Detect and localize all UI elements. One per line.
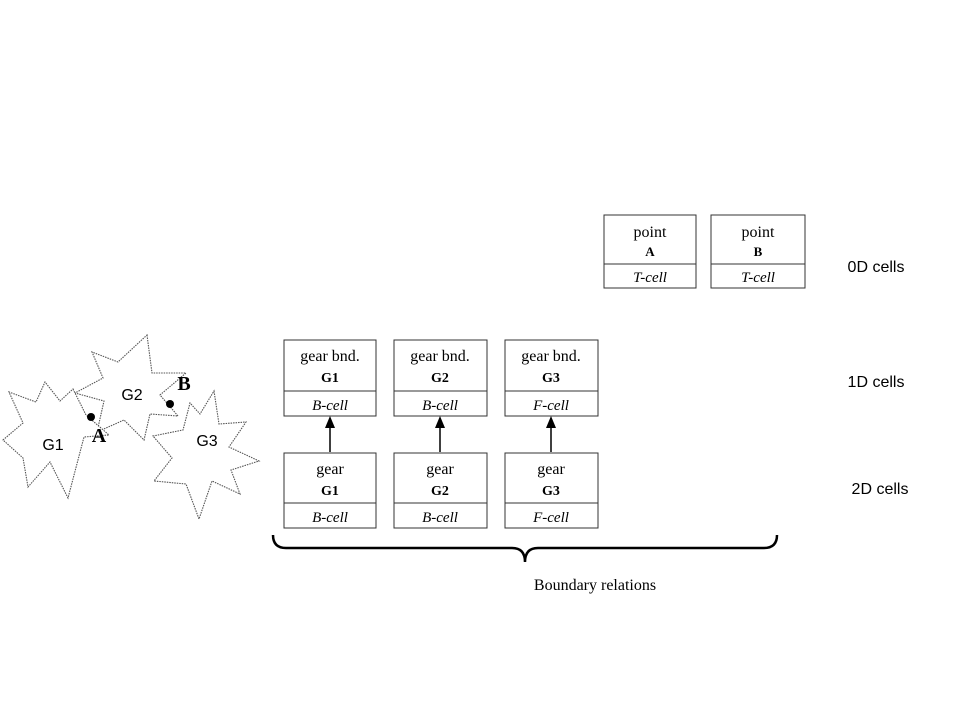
one-d-cell-gear-bnd-g3: gear bnd. G3 F-cell xyxy=(504,339,599,417)
gear-g3-shape xyxy=(151,389,261,521)
point-label-b: B xyxy=(177,373,190,395)
cell-type: F-cell xyxy=(532,510,569,526)
row-label-1d: 1D cells xyxy=(848,374,905,391)
two-d-cell-gear-g2: gear G2 B-cell xyxy=(393,452,488,529)
point-a-marker xyxy=(87,413,95,421)
cell-type: B-cell xyxy=(312,398,348,414)
zero-d-cell-point-a: point A T-cell xyxy=(603,214,697,289)
cell-name: G3 xyxy=(542,371,560,386)
boundary-arrows xyxy=(325,416,556,452)
cell-title: point xyxy=(634,224,667,241)
cell-title: gear bnd. xyxy=(410,348,470,365)
gear-label-g2: G2 xyxy=(121,387,142,404)
cell-type: B-cell xyxy=(312,510,348,526)
cell-title: point xyxy=(742,224,775,241)
zero-d-cell-point-b: point B T-cell xyxy=(710,214,806,289)
cell-name: G2 xyxy=(431,484,449,499)
cell-type: B-cell xyxy=(422,398,458,414)
cell-name: G1 xyxy=(321,371,339,386)
one-d-cell-gear-bnd-g2: gear bnd. G2 B-cell xyxy=(393,339,488,417)
gear-g2-shape xyxy=(73,333,188,442)
row-label-2d: 2D cells xyxy=(852,481,909,498)
cell-type: T-cell xyxy=(633,270,667,286)
gear-g1-shape xyxy=(2,380,111,500)
cell-title: gear xyxy=(537,461,565,478)
arrow-head-icon xyxy=(325,416,335,428)
brace-label: Boundary relations xyxy=(534,577,656,594)
cell-name: G3 xyxy=(542,484,560,499)
one-d-cell-gear-bnd-g1: gear bnd. G1 B-cell xyxy=(283,339,377,417)
gear-label-g3: G3 xyxy=(196,433,217,450)
gear-illustration: G2 G1 G3 A B xyxy=(2,333,261,521)
point-b-marker xyxy=(166,400,174,408)
cell-title: gear bnd. xyxy=(300,348,360,365)
cell-type: B-cell xyxy=(422,510,458,526)
arrow-head-icon xyxy=(435,416,445,428)
point-label-a: A xyxy=(92,425,107,447)
cell-title: gear bnd. xyxy=(521,348,581,365)
cell-title: gear xyxy=(316,461,344,478)
cell-title: gear xyxy=(426,461,454,478)
cell-name: B xyxy=(754,244,763,259)
cell-name: G2 xyxy=(431,371,449,386)
arrow-head-icon xyxy=(546,416,556,428)
cell-name: A xyxy=(645,244,655,259)
row-label-0d: 0D cells xyxy=(848,259,905,276)
gear-label-g1: G1 xyxy=(42,437,63,454)
boundary-brace xyxy=(271,534,779,563)
two-d-cell-gear-g1: gear G1 B-cell xyxy=(283,452,377,529)
two-d-cell-gear-g3: gear G3 F-cell xyxy=(504,452,599,529)
cell-name: G1 xyxy=(321,484,339,499)
cell-type: T-cell xyxy=(741,270,775,286)
cell-type: F-cell xyxy=(532,398,569,414)
